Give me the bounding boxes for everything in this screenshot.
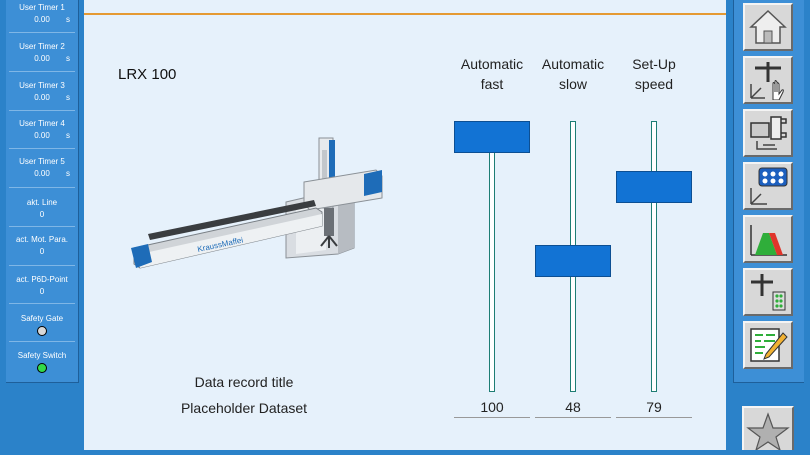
divider [9,303,75,304]
user-timer-1: User Timer 1 0.00 s [6,2,78,26]
main-content: LRX 100 KraussMaffei Data record title P… [84,0,726,450]
divider [9,148,75,149]
act-mot-para-value: 0 [39,247,45,256]
safety-switch-indicator-icon [37,363,47,373]
program-editor-button[interactable] [743,321,793,369]
user-timer-3: User Timer 3 0.00 s [6,80,78,104]
user-timer-1-value: 0.00 [34,15,50,24]
act-mot-para-label: act. Mot. Para. [15,235,69,244]
record-title-value: Placeholder Dataset [180,400,308,416]
safety-switch-label: Safety Switch [17,351,67,360]
safety-gate: Safety Gate [6,313,78,336]
positions-button[interactable] [743,162,793,210]
status-sidebar: User Timer 1 0.00 s User Timer 2 0.00 s Us… [6,0,79,383]
user-timer-5-label: User Timer 5 [19,157,65,166]
divider [9,32,75,33]
user-timer-5-unit: s [66,169,70,178]
gripper-icon [750,116,787,150]
automatic-fast-header: Automatic fast [452,54,532,94]
user-timer-3-value: 0.00 [34,93,50,102]
program-editor-icon [750,328,788,362]
user-timer-3-label: User Timer 3 [19,81,65,90]
machine-title: LRX 100 [118,66,177,83]
divider [9,265,75,266]
automatic-slow-header-line1: Automatic [541,56,605,72]
user-timer-2-value: 0.00 [34,54,50,63]
setup-speed-slider-track[interactable] [651,121,657,392]
divider [9,71,75,72]
safety-gate-indicator-icon [37,326,47,336]
setup-speed-value[interactable]: 79 [616,399,692,418]
divider [9,110,75,111]
automatic-fast-slider-track[interactable] [489,121,495,392]
act-p6d-point-label: act. P6D-Point [16,275,68,284]
setup-speed-header: Set-Up speed [614,54,694,94]
home-icon [749,9,787,44]
io-signals-icon [751,274,786,311]
user-timer-1-unit: s [66,15,70,24]
automatic-slow-header: Automatic slow [533,54,613,94]
manual-mode-button[interactable] [743,56,793,104]
user-timer-5-value: 0.00 [34,169,50,178]
automatic-slow-header-line2: slow [558,76,587,92]
user-timer-3-unit: s [66,93,70,102]
star-icon [746,412,790,452]
user-timer-2: User Timer 2 0.00 s [6,41,78,65]
record-title-label: Data record title [194,374,294,390]
user-timer-4-value: 0.00 [34,131,50,140]
automatic-fast-header-line1: Automatic [460,56,524,72]
setup-speed-slider-thumb[interactable] [616,171,692,204]
akt-line-value: 0 [39,210,45,219]
divider [9,226,75,227]
manual-mode-icon [750,62,784,100]
automatic-fast-slider-thumb[interactable] [454,121,530,153]
user-timer-5: User Timer 5 0.00 s [6,156,78,180]
akt-line-label: akt. Line [26,198,58,207]
setup-speed-header-line1: Set-Up [632,56,676,72]
user-timer-4-unit: s [66,131,70,140]
automatic-slow-value[interactable]: 48 [535,399,611,418]
user-timer-2-label: User Timer 2 [19,42,65,51]
user-timer-4-label: User Timer 4 [19,119,65,128]
gripper-button[interactable] [743,109,793,157]
navigation-toolbar [733,0,804,383]
akt-line: akt. Line 0 [6,197,78,221]
act-mot-para: act. Mot. Para. 0 [6,234,78,258]
act-p6d-point-value: 0 [39,287,45,296]
io-signals-button[interactable] [743,268,793,316]
home-button[interactable] [743,3,793,51]
automatic-fast-value[interactable]: 100 [454,399,530,418]
speed-profile-button[interactable] [743,215,793,263]
user-timer-4: User Timer 4 0.00 s [6,118,78,142]
act-p6d-point: act. P6D-Point 0 [6,274,78,298]
safety-switch: Safety Switch [6,350,78,373]
safety-gate-label: Safety Gate [20,314,64,323]
speed-profile-icon [750,225,787,256]
user-timer-2-unit: s [66,54,70,63]
automatic-fast-header-line2: fast [480,76,504,92]
positions-grid-icon [750,167,788,205]
favorites-button[interactable] [742,406,794,452]
accent-line [84,13,726,15]
divider [9,187,75,188]
user-timer-1-label: User Timer 1 [19,3,65,12]
robot-image: KraussMaffei [131,137,383,269]
divider [9,341,75,342]
setup-speed-header-line2: speed [634,76,674,92]
automatic-slow-slider-thumb[interactable] [535,245,611,278]
